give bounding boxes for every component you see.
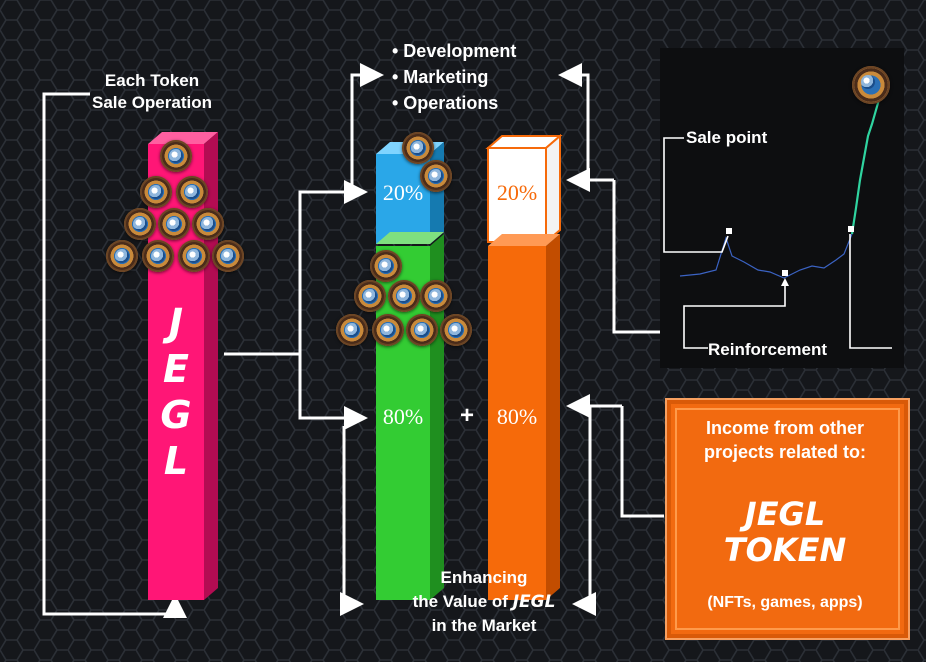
peak-marker: [848, 226, 854, 232]
enhancing-caption: Enhancing the Value of JEGL in the Marke…: [392, 566, 576, 638]
caption-value-line: the Value of JEGL: [392, 590, 576, 614]
eagle-rocket-icon: [852, 66, 890, 104]
sale-point-label: Sale point: [686, 128, 768, 147]
coin-icon: [336, 314, 368, 346]
income-heading: Income from other projects related to:: [672, 416, 898, 464]
coin-icon: [176, 176, 208, 208]
income-box-border: [675, 408, 900, 630]
coin-icon: [372, 314, 404, 346]
logo-letter-j: J: [168, 301, 184, 345]
logo-letter-e: E: [163, 347, 189, 391]
coin-icon: [158, 208, 190, 240]
coin-icon: [106, 240, 138, 272]
coin-icon: [420, 280, 452, 312]
plus-sign: +: [460, 402, 475, 429]
reinforcement-marker: [782, 270, 788, 276]
caption-jegl-logo: JEGL: [512, 592, 556, 612]
logo-line2: TOKEN: [723, 531, 847, 569]
list-item-marketing: • Marketing: [392, 67, 489, 87]
coin-icon: [160, 140, 192, 172]
list-item-operations: • Operations: [392, 93, 499, 113]
list-item-development: • Development: [392, 41, 517, 61]
coin-icon: [440, 314, 472, 346]
white-percent: 20%: [496, 180, 538, 205]
coin-icon: [420, 160, 452, 192]
coin-icon: [402, 132, 434, 164]
coin-icon: [388, 280, 420, 312]
blue-percent: 20%: [382, 180, 424, 205]
coin-icon: [406, 314, 438, 346]
income-box: [665, 398, 910, 640]
orange-percent: 80%: [496, 404, 538, 429]
income-footnote: (NFTs, games, apps): [707, 594, 863, 611]
caption-market: in the Market: [431, 616, 537, 635]
logo-letter-g: G: [160, 393, 192, 437]
token-sale-caption: Each Token Sale Operation: [92, 70, 212, 114]
income-line2: projects related to:: [703, 442, 867, 462]
sale-point-marker: [726, 228, 732, 234]
reinforcement-label: Reinforcement: [708, 340, 828, 359]
coin-icon: [192, 208, 224, 240]
coin-icon: [354, 280, 386, 312]
green-percent: 80%: [382, 404, 424, 429]
caption-enhancing: Enhancing: [440, 568, 528, 587]
jegl-token-logo: JEGL TOKEN: [672, 496, 898, 568]
income-line1: Income from other: [705, 418, 865, 438]
caption-line1: Each Token: [104, 71, 200, 90]
coin-icon: [178, 240, 210, 272]
jegl-vertical-logo: J E G L: [148, 300, 204, 484]
price-chart: [663, 95, 892, 349]
logo-letter-l: L: [163, 439, 189, 483]
coin-icon: [124, 208, 156, 240]
white-orange-bar: [485, 134, 563, 600]
expense-list: • Development • Marketing • Operations: [392, 38, 516, 116]
coin-icon: [370, 250, 402, 282]
caption-value-prefix: the Value of: [412, 592, 513, 611]
blue-green-bar: [376, 142, 444, 600]
logo-line1: JEGL: [744, 495, 826, 533]
coin-icon: [140, 176, 172, 208]
coin-icon: [142, 240, 174, 272]
caption-line2: Sale Operation: [92, 93, 212, 112]
coin-icon: [212, 240, 244, 272]
